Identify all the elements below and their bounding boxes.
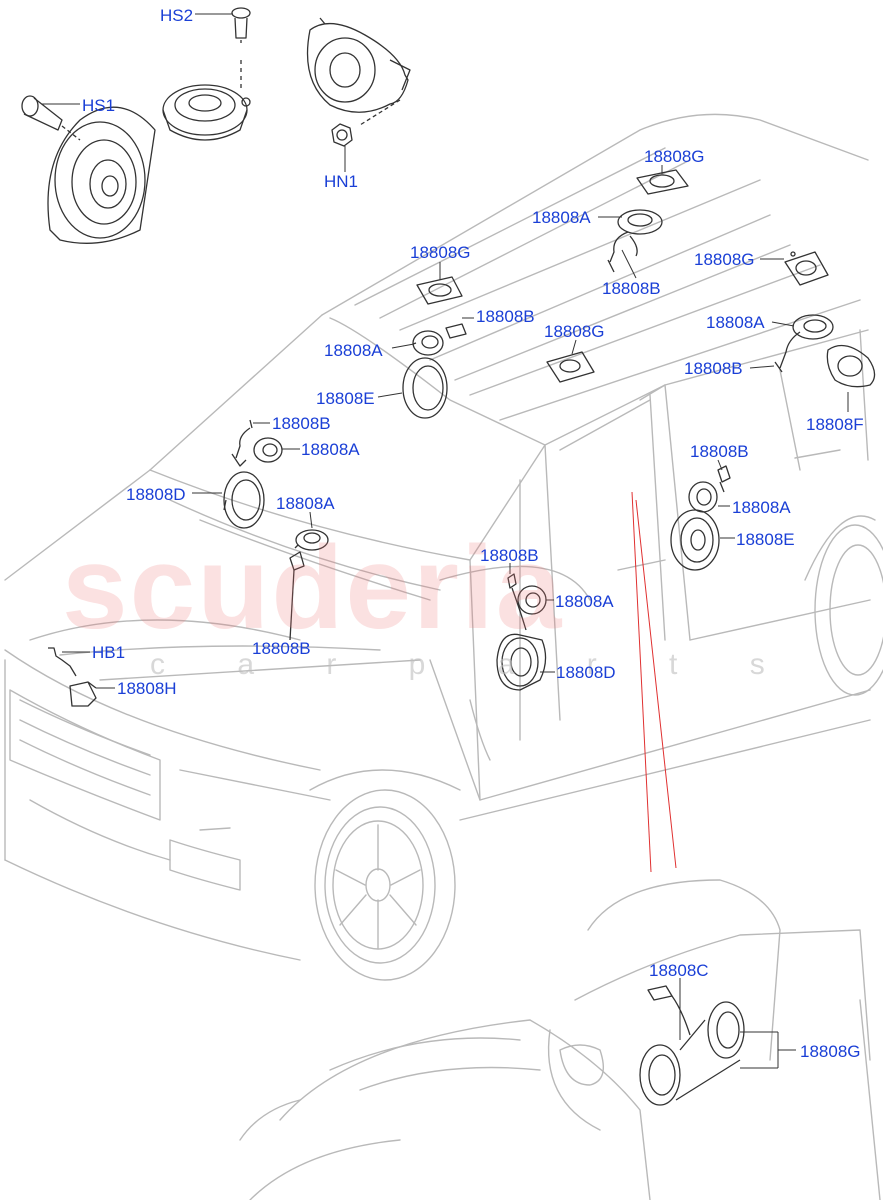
callout-18808b-left-door: 18808B <box>272 414 331 433</box>
part-18808a-right-door <box>688 481 718 513</box>
leader-lines <box>42 13 849 1069</box>
callout-18808d-front-door: 18808D <box>556 663 616 682</box>
woofer-perforated <box>306 17 411 126</box>
callout-18808a-left-dash: 18808A <box>324 341 383 360</box>
subwoofer-large <box>47 106 156 244</box>
part-18808b-front-door <box>507 573 527 631</box>
callout-hs1: HS1 <box>82 96 116 115</box>
callout-18808g-roof-front: 18808G <box>644 147 705 166</box>
part-18808b-right-door <box>717 465 731 493</box>
callout-18808g-roof-mid: 18808G <box>544 322 605 341</box>
nut-hn1 <box>331 123 353 147</box>
speaker-parts <box>21 7 876 1106</box>
callout-18808a-right-rear: 18808A <box>706 313 765 332</box>
callout-18808a-center: 18808A <box>276 494 335 513</box>
part-18808g-seat <box>639 1001 745 1106</box>
part-18808f-right-rear <box>826 344 876 388</box>
part-18808b-left-dash <box>445 323 467 339</box>
part-18808h <box>69 681 97 707</box>
part-18808d-left <box>223 471 265 529</box>
part-18808c-seat <box>647 985 691 1036</box>
callout-18808b-right-door: 18808B <box>690 442 749 461</box>
part-18808a-right-rear <box>774 314 834 373</box>
part-18808e-left <box>402 357 448 419</box>
callout-hs2: HS2 <box>160 6 194 25</box>
watermark-brand: scuderia <box>62 522 564 654</box>
part-18808g-roof-mid <box>546 351 595 383</box>
callout-18808h-front: 18808H <box>117 679 177 698</box>
callout-18808b-left-dash: 18808B <box>476 307 535 326</box>
callout-18808e-left: 18808E <box>316 389 375 408</box>
callout-18808d-left: 18808D <box>126 485 186 504</box>
part-18808b-left-door <box>231 419 253 467</box>
screw-hb1 <box>48 647 77 677</box>
callout-18808b-center: 18808B <box>480 546 539 565</box>
part-18808a-roof <box>607 209 663 273</box>
part-18808d-front-door <box>496 633 547 691</box>
vehicle-outline <box>4 113 883 1200</box>
callout-18808g-seat: 18808G <box>800 1042 861 1061</box>
callout-18808g-roof-left: 18808G <box>410 243 471 262</box>
seat-leader-lines <box>631 491 677 873</box>
callout-18808b-front: 18808B <box>252 639 311 658</box>
callout-18808b-roof: 18808B <box>602 279 661 298</box>
callout-hb1: HB1 <box>92 643 126 662</box>
screw-hs2 <box>231 7 251 90</box>
callout-18808e-right: 18808E <box>736 530 795 549</box>
part-18808g-roof-left <box>416 276 463 305</box>
callout-hn1: HN1 <box>324 172 359 191</box>
callout-18808a-front-door: 18808A <box>555 592 614 611</box>
callout-18808b-right-rear: 18808B <box>684 359 743 378</box>
part-18808e-right <box>670 509 720 571</box>
callout-18808g-roof-right: 18808G <box>694 250 755 269</box>
callout-18808f-right-rear: 18808F <box>806 415 864 434</box>
callout-18808a-roof: 18808A <box>532 208 591 227</box>
part-18808a-left-door <box>253 437 283 463</box>
part-18808a-center <box>294 529 329 551</box>
part-18808g-roof-front <box>636 169 689 195</box>
part-18808g-roof-right <box>784 251 829 286</box>
callout-18808a-left-door: 18808A <box>301 440 360 459</box>
speaker-mid-top <box>162 84 251 141</box>
callout-18808a-right-door: 18808A <box>732 498 791 517</box>
part-18808b-center <box>289 551 305 641</box>
callout-18808c-seat: 18808C <box>649 961 709 980</box>
screw-hs1 <box>21 95 81 141</box>
watermark-tagline: c a r p a r t s <box>150 648 797 681</box>
part-18808a-left-dash <box>412 330 444 356</box>
